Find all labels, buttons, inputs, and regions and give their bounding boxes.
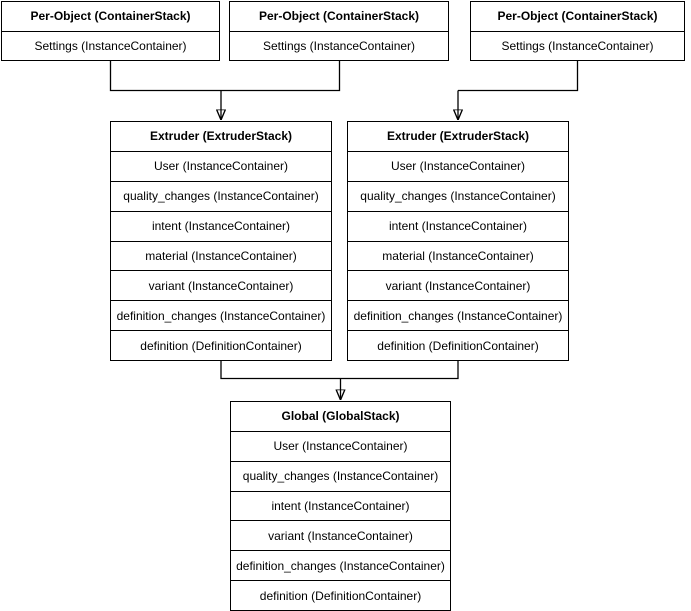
node-per-object-stack-3: Per-Object (ContainerStack) Settings (In… bbox=[470, 1, 685, 61]
container-row: material (InstanceContainer) bbox=[111, 240, 331, 271]
container-row: intent (InstanceContainer) bbox=[111, 210, 331, 241]
container-row: variant (InstanceContainer) bbox=[231, 520, 450, 550]
node-per-object-stack-1: Per-Object (ContainerStack) Settings (In… bbox=[1, 1, 220, 61]
node-global-stack: Global (GlobalStack) User (InstanceConta… bbox=[230, 401, 451, 611]
container-row: quality_changes (InstanceContainer) bbox=[111, 180, 331, 211]
node-per-object-stack-2: Per-Object (ContainerStack) Settings (In… bbox=[229, 1, 449, 61]
container-row: definition (DefinitionContainer) bbox=[111, 330, 331, 360]
edge-perobject3-elbow bbox=[458, 61, 579, 92]
node-extruder-stack-2: Extruder (ExtruderStack) User (InstanceC… bbox=[347, 121, 569, 361]
container-row: material (InstanceContainer) bbox=[348, 240, 568, 271]
edge-extruders-merge bbox=[220, 361, 459, 380]
container-row: definition (DefinitionContainer) bbox=[348, 330, 568, 360]
container-row: Settings (InstanceContainer) bbox=[230, 30, 448, 61]
container-row: definition_changes (InstanceContainer) bbox=[111, 300, 331, 330]
container-row: definition_changes (InstanceContainer) bbox=[348, 300, 568, 330]
node-extruder-stack-1: Extruder (ExtruderStack) User (InstanceC… bbox=[110, 121, 332, 361]
container-row: definition (DefinitionContainer) bbox=[231, 580, 450, 610]
container-row: intent (InstanceContainer) bbox=[348, 210, 568, 241]
node-title: Per-Object (ContainerStack) bbox=[258, 9, 420, 24]
container-row: User (InstanceContainer) bbox=[348, 150, 568, 181]
container-row: Settings (InstanceContainer) bbox=[471, 30, 684, 61]
container-row: quality_changes (InstanceContainer) bbox=[231, 460, 450, 491]
node-title: Extruder (ExtruderStack) bbox=[149, 129, 293, 144]
container-row: intent (InstanceContainer) bbox=[231, 490, 450, 521]
container-row: Settings (InstanceContainer) bbox=[2, 30, 219, 61]
node-title: Global (GlobalStack) bbox=[281, 409, 400, 424]
container-row: User (InstanceContainer) bbox=[111, 150, 331, 181]
container-row: variant (InstanceContainer) bbox=[348, 270, 568, 300]
node-title: Per-Object (ContainerStack) bbox=[30, 9, 191, 24]
node-title: Extruder (ExtruderStack) bbox=[386, 129, 530, 144]
edge-perobject12-merge bbox=[109, 61, 341, 92]
container-row: quality_changes (InstanceContainer) bbox=[348, 180, 568, 211]
container-row: User (InstanceContainer) bbox=[231, 430, 450, 461]
node-title: Per-Object (ContainerStack) bbox=[497, 9, 658, 24]
container-row: variant (InstanceContainer) bbox=[111, 270, 331, 300]
container-row: definition_changes (InstanceContainer) bbox=[231, 550, 450, 580]
